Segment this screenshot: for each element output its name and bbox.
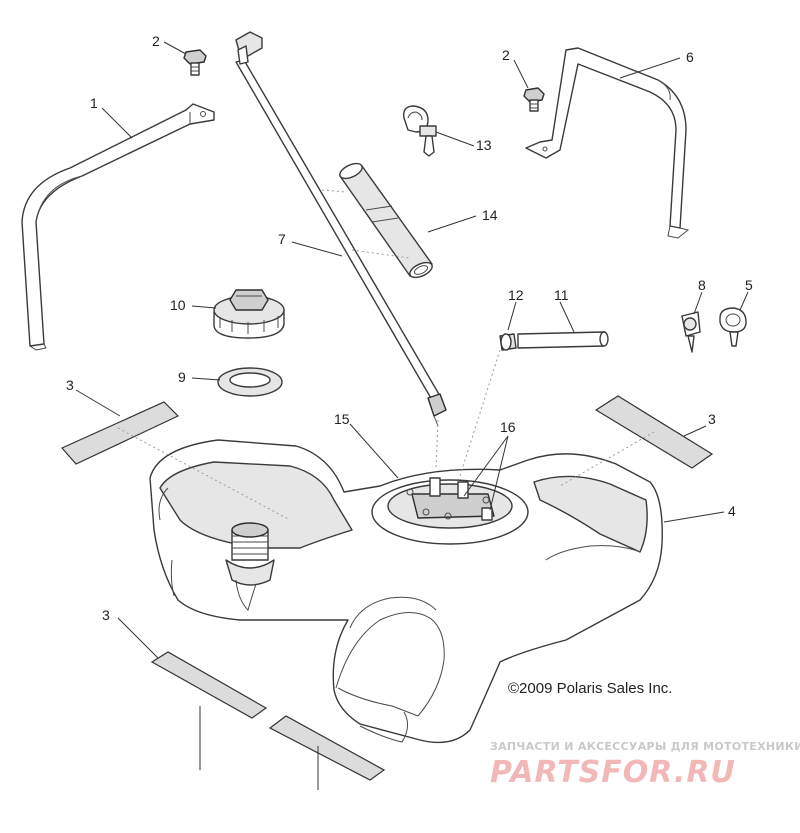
- site-watermark: ЗАПЧАСТИ И АКСЕССУАРЫ ДЛЯ МОТОТЕХНИКИ PA…: [490, 740, 800, 790]
- callout-12: 12: [508, 287, 524, 303]
- part-4-fuel-tank: [149, 439, 663, 744]
- callout-1: 1: [90, 95, 98, 111]
- callout-labels: 1 2 2 6 13 14 7 10 9 12 11 8 5 3 3 15 16…: [66, 33, 753, 623]
- callout-11: 11: [554, 287, 569, 303]
- part-10-fuel-cap: [213, 289, 285, 339]
- callout-9: 9: [178, 369, 186, 385]
- callout-3-upper-left: 3: [66, 377, 74, 393]
- callout-4: 4: [728, 503, 736, 519]
- callout-15: 15: [334, 411, 350, 427]
- part-2-bolt-left: [183, 49, 207, 76]
- projection-lines: [117, 189, 655, 521]
- part-12-fitting: [499, 333, 517, 351]
- part-13-clip: [403, 105, 437, 157]
- callout-7: 7: [278, 231, 286, 247]
- part-3-pad-lower-right: [268, 715, 386, 781]
- callout-10: 10: [170, 297, 186, 313]
- part-3-pad-lower-left: [150, 651, 268, 719]
- watermark-tagline: ЗАПЧАСТИ И АКСЕССУАРЫ ДЛЯ МОТОТЕХНИКИ: [490, 740, 800, 753]
- copyright-notice: ©2009 Polaris Sales Inc.: [508, 680, 672, 697]
- callout-5: 5: [745, 277, 753, 293]
- part-14-sleeve: [339, 162, 433, 279]
- callout-3-upper-right: 3: [708, 411, 716, 427]
- watermark-brand: PARTSFOR.RU: [490, 755, 736, 790]
- callout-13: 13: [476, 137, 492, 153]
- part-6-right-strap: [525, 47, 690, 239]
- callout-3-lower: 3: [102, 607, 110, 623]
- part-8-clip: [681, 311, 701, 353]
- part-11-hose: [517, 331, 609, 349]
- part-7-vent-hose: [235, 31, 447, 427]
- part-3-pad-upper-left: [61, 401, 180, 465]
- part-2-bolt-right: [523, 87, 545, 112]
- callout-8: 8: [698, 277, 706, 293]
- callout-6: 6: [686, 49, 694, 65]
- part-9-gasket: [217, 367, 283, 397]
- part-1-left-strap: [21, 103, 215, 351]
- leader-lines: [75, 41, 749, 790]
- part-5-clip: [719, 307, 747, 347]
- callout-2-left: 2: [152, 33, 160, 49]
- callout-16: 16: [500, 419, 516, 435]
- callout-14: 14: [482, 207, 498, 223]
- callout-2-right: 2: [502, 47, 510, 63]
